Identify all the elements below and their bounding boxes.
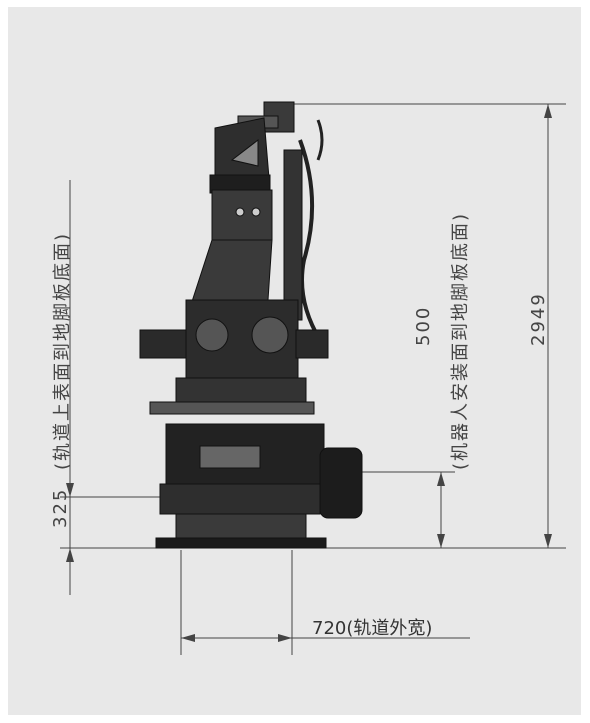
dimension-base-height: 325 <box>50 487 71 528</box>
dimension-base-height-note: (轨道上表面到地脚板底面) <box>52 231 73 470</box>
dimension-rail-height: 500 <box>413 305 434 346</box>
dimension-rail-width: 720(轨道外宽) <box>312 618 433 639</box>
dimension-arrows <box>66 104 552 642</box>
robot-arm <box>139 101 363 549</box>
dimension-height-total: 2949 <box>528 292 549 346</box>
dimension-rail-height-note: (机器人安装面到地脚板底面) <box>450 211 471 470</box>
